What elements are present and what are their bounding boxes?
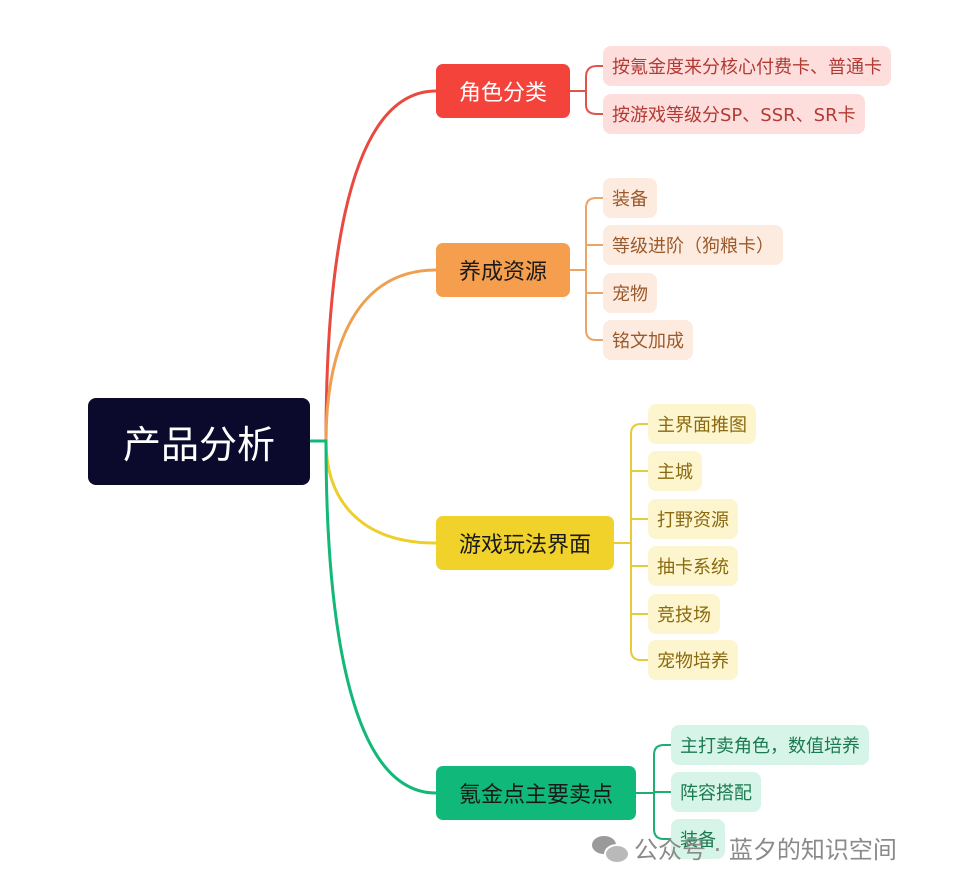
leaf-node[interactable]: 宠物 — [603, 273, 657, 313]
branch-node-cultivation-resources[interactable]: 养成资源 — [436, 243, 570, 297]
link-root-to-branch-2 — [310, 268, 437, 443]
leaf-node[interactable]: 铭文加成 — [603, 320, 693, 360]
watermark: 公众号 · 蓝夕的知识空间 — [592, 830, 897, 865]
leaf-node[interactable]: 等级进阶（狗粮卡） — [603, 225, 783, 265]
leaf-node[interactable]: 抽卡系统 — [648, 546, 738, 586]
branch-2-leaf-links — [570, 197, 603, 341]
root-node[interactable]: 产品分析 — [88, 398, 310, 485]
wechat-icon — [592, 834, 630, 864]
branch-4-leaf-links — [636, 744, 671, 840]
watermark-text: 公众号 · 蓝夕的知识空间 — [634, 836, 897, 864]
leaf-node[interactable]: 装备 — [671, 819, 725, 859]
leaf-node[interactable]: 主界面推图 — [648, 404, 756, 444]
leaf-node[interactable]: 阵容搭配 — [671, 772, 761, 812]
leaf-node[interactable]: 按氪金度来分核心付费卡、普通卡 — [603, 46, 891, 86]
leaf-node[interactable]: 宠物培养 — [648, 640, 738, 680]
branch-node-gameplay-interface[interactable]: 游戏玩法界面 — [436, 516, 614, 570]
branch-node-character-category[interactable]: 角色分类 — [436, 64, 570, 118]
branch-node-payment-selling-points[interactable]: 氪金点主要卖点 — [436, 766, 636, 820]
link-root-to-branch-1 — [310, 89, 437, 443]
leaf-node[interactable]: 竞技场 — [648, 594, 720, 634]
leaf-node[interactable]: 主城 — [648, 451, 702, 491]
branch-1-leaf-links — [570, 65, 603, 115]
leaf-node[interactable]: 主打卖角色，数值培养 — [671, 725, 869, 765]
branch-3-leaf-links — [614, 423, 648, 661]
leaf-node[interactable]: 按游戏等级分SP、SSR、SR卡 — [603, 94, 865, 134]
leaf-node[interactable]: 装备 — [603, 178, 657, 218]
leaf-node[interactable]: 打野资源 — [648, 499, 738, 539]
link-root-to-branch-4 — [310, 439, 437, 795]
